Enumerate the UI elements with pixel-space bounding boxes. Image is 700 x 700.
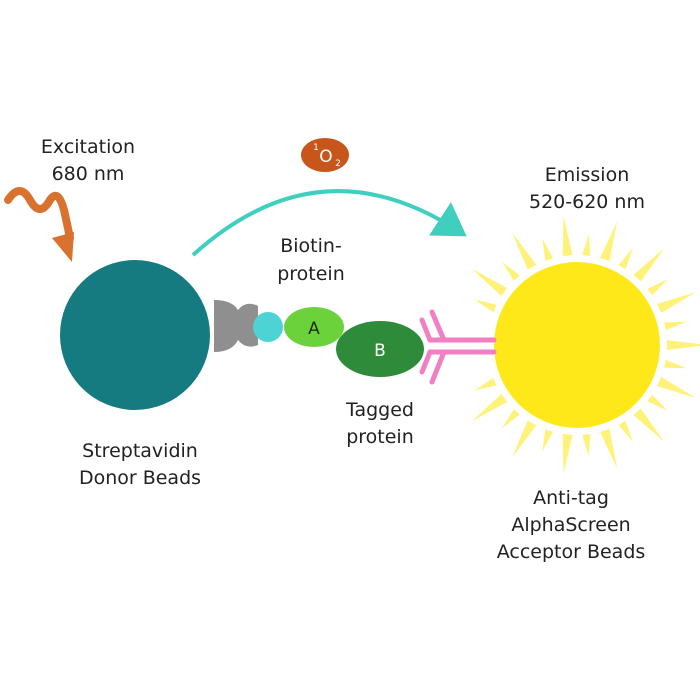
emission-ray (471, 268, 508, 297)
emission-ray (474, 377, 497, 391)
emission-ray (600, 221, 618, 262)
antibody-icon (419, 309, 497, 385)
emission-ray (502, 409, 520, 429)
emission-ray (474, 299, 497, 313)
biotin-ball (253, 312, 283, 342)
emission-label: Emission (545, 164, 630, 186)
excitation-arrowhead (52, 232, 74, 262)
emission-ray (600, 428, 618, 469)
donor-label-2: Donor Beads (79, 467, 201, 489)
emission-ray (657, 292, 696, 313)
emission-ray (512, 232, 537, 270)
emission-ray (512, 420, 537, 458)
emission-rays (471, 215, 700, 475)
emission-ray (647, 279, 668, 296)
emission-ray (647, 394, 668, 411)
acceptor-bead (494, 262, 660, 428)
protein-b-label: B (374, 341, 386, 361)
emission-ray (542, 429, 554, 452)
protein-a (284, 307, 344, 347)
acceptor-label: Anti-tag (533, 487, 609, 509)
singlet-oxygen-arrow (191, 189, 467, 257)
excitation-wavelength: 680 nm (52, 163, 125, 185)
singlet-oxygen-badge: 1 O 2 (301, 138, 349, 172)
streptavidin-connector (214, 300, 258, 352)
emission-ray (633, 248, 664, 282)
emission-ray (562, 215, 573, 257)
emission-ray (666, 340, 700, 350)
emission-ray (502, 261, 520, 281)
svg-text:2: 2 (335, 159, 341, 169)
emission-ray (633, 408, 664, 442)
biotin-protein-label-2: protein (277, 263, 345, 285)
donor-bead (60, 260, 210, 410)
emission-wavelength: 520-620 nm (529, 191, 645, 213)
emission-ray (582, 433, 591, 457)
svg-text:O: O (319, 147, 332, 167)
donor-label: Streptavidin (82, 440, 198, 462)
excitation-label: Excitation (41, 136, 135, 158)
svg-text:1: 1 (313, 143, 319, 153)
protein-b (336, 321, 424, 377)
excitation-wave-icon (4, 187, 74, 242)
tagged-protein-label-2: protein (346, 426, 414, 448)
emission-ray (562, 433, 573, 475)
emission-ray (664, 321, 687, 331)
acceptor-label-2: AlphaScreen (511, 514, 630, 536)
tagged-protein-label: Tagged (345, 399, 414, 421)
emission-ray (657, 377, 696, 398)
emission-ray (618, 420, 633, 442)
emission-ray (664, 359, 687, 369)
emission-ray (618, 248, 633, 270)
emission-ray (542, 238, 554, 261)
protein-a-label: A (308, 319, 320, 339)
emission-ray (582, 233, 591, 257)
acceptor-label-3: Acceptor Beads (497, 541, 646, 563)
biotin-protein-label: Biotin- (280, 235, 342, 257)
emission-ray (471, 393, 508, 422)
